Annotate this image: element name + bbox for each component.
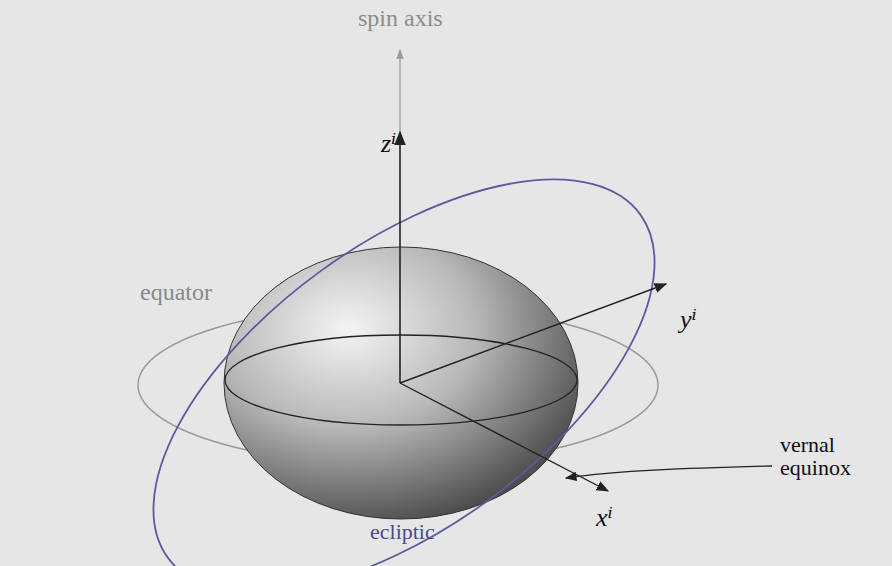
y-axis bbox=[400, 284, 666, 383]
leader-line bbox=[566, 466, 772, 478]
circle-label: equator bbox=[140, 280, 212, 305]
equator-line bbox=[225, 335, 577, 425]
axis-label: zⁱ bbox=[381, 130, 396, 157]
z-axis bbox=[399, 132, 401, 383]
spin-axis bbox=[399, 50, 400, 135]
axis-label: xⁱ bbox=[596, 504, 613, 531]
axis-label: yⁱ bbox=[680, 306, 697, 333]
point-label: vernal equinox bbox=[780, 433, 870, 479]
axis-label: spin axis bbox=[358, 6, 443, 31]
circle-label: ecliptic bbox=[370, 520, 435, 543]
ecliptic-ring bbox=[84, 99, 723, 566]
x-axis bbox=[400, 383, 608, 491]
